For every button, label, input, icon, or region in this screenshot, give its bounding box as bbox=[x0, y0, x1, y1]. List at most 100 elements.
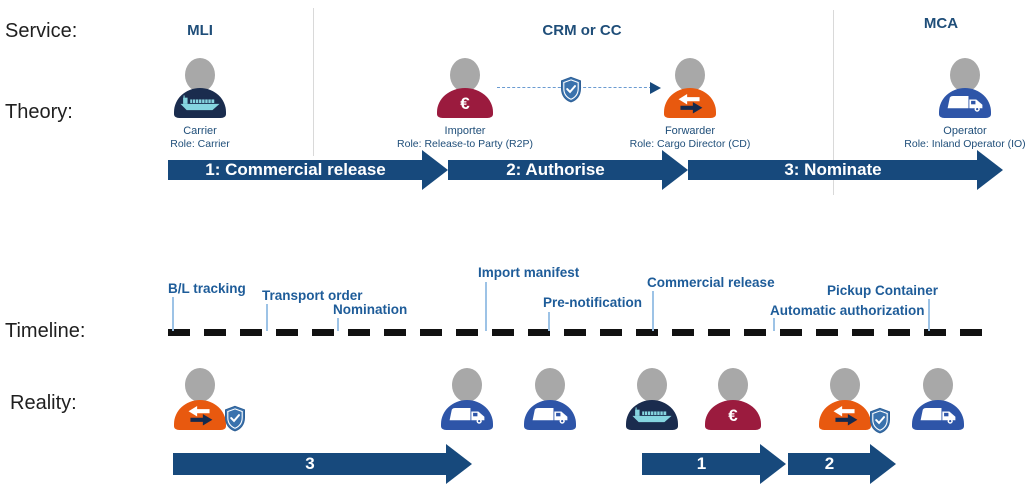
reality-step-label: 1 bbox=[696, 454, 707, 473]
operator-torso bbox=[939, 88, 991, 118]
timeline-tick bbox=[548, 312, 550, 331]
truck-icon bbox=[449, 408, 485, 424]
step-arrow-nominate: 3: Nominate bbox=[688, 150, 1003, 190]
service-header-crm: CRM or CC bbox=[542, 22, 622, 39]
theory-carrier: Carrier Role: Carrier bbox=[115, 58, 285, 150]
carrier-torso bbox=[174, 88, 226, 118]
avatar-head bbox=[452, 368, 482, 402]
avatar-head bbox=[450, 58, 480, 92]
reality-importer: € bbox=[688, 368, 778, 430]
timeline-event-pre-notification: Pre-notification bbox=[543, 295, 643, 310]
shield-check-icon bbox=[561, 76, 581, 103]
avatar-head bbox=[923, 368, 953, 402]
step-arrow-commercial-release: 1: Commercial release bbox=[168, 150, 448, 190]
reality-row-label: Reality: bbox=[10, 392, 77, 414]
timeline-event-transport-order: Transport order bbox=[262, 288, 363, 303]
service-divider-right bbox=[833, 10, 834, 195]
timeline-tick bbox=[266, 304, 268, 331]
timeline-event-automatic-authorization: Automatic authorization bbox=[770, 303, 925, 318]
timeline-dashed-line bbox=[168, 329, 995, 336]
importer-torso: € bbox=[705, 400, 761, 430]
reality-operator-2 bbox=[505, 368, 595, 430]
avatar-head bbox=[950, 58, 980, 92]
actor-name: Carrier bbox=[183, 125, 217, 137]
service-row-label: Service: bbox=[5, 20, 78, 42]
actor-name: Operator bbox=[943, 125, 987, 137]
shield-check-icon bbox=[225, 405, 245, 432]
arrowhead-icon bbox=[870, 444, 896, 484]
reality-operator-3 bbox=[893, 368, 983, 430]
swap-arrows-icon bbox=[833, 405, 858, 426]
avatar-head bbox=[830, 368, 860, 402]
timeline-tick bbox=[485, 282, 487, 331]
reality-step-label: 2 bbox=[824, 454, 835, 473]
truck-icon bbox=[920, 408, 956, 424]
timeline-tick bbox=[652, 291, 654, 331]
timeline-event-pickup-container: Pickup Container bbox=[827, 283, 939, 298]
ship-icon bbox=[180, 95, 220, 111]
timeline-tick bbox=[928, 299, 930, 331]
reality-arrow-2: 2 bbox=[788, 444, 896, 484]
avatar-head bbox=[718, 368, 748, 402]
authorise-connector-arrowhead bbox=[650, 82, 661, 94]
operator-torso bbox=[524, 400, 576, 430]
actor-name: Importer bbox=[444, 125, 486, 137]
timeline-event-import-manifest: Import manifest bbox=[478, 265, 580, 280]
euro-icon: € bbox=[728, 405, 738, 425]
arrowhead-icon bbox=[662, 150, 688, 190]
actor-role: Role: Cargo Director (CD) bbox=[629, 138, 751, 150]
actor-role: Role: Inland Operator (IO) bbox=[904, 138, 1026, 150]
reality-forwarder-2 bbox=[800, 368, 890, 430]
operator-torso bbox=[441, 400, 493, 430]
swap-arrows-icon bbox=[678, 93, 703, 114]
reality-carrier bbox=[607, 368, 697, 430]
ship-icon bbox=[632, 407, 672, 423]
theory-forwarder: Forwarder Role: Cargo Director (CD) bbox=[605, 58, 775, 150]
arrowhead-icon bbox=[760, 444, 786, 484]
reality-operator-1 bbox=[422, 368, 512, 430]
service-header-mca: MCA bbox=[923, 15, 959, 32]
actor-role: Role: Carrier bbox=[170, 138, 230, 150]
step-label: 2: Authorise bbox=[506, 160, 605, 179]
actor-role: Role: Release-to Party (R2P) bbox=[397, 138, 533, 150]
arrowhead-icon bbox=[977, 150, 1003, 190]
truck-icon bbox=[532, 408, 568, 424]
theory-importer: € Importer Role: Release-to Party (R2P) bbox=[380, 58, 550, 150]
reality-arrow-3: 3 bbox=[173, 444, 472, 484]
operator-torso bbox=[912, 400, 964, 430]
avatar-head bbox=[535, 368, 565, 402]
forwarder-torso bbox=[174, 400, 226, 430]
arrowhead-icon bbox=[422, 150, 448, 190]
avatar-head bbox=[637, 368, 667, 402]
theory-row-label: Theory: bbox=[5, 101, 73, 123]
reality-step-label: 3 bbox=[305, 454, 315, 473]
avatar-head bbox=[185, 368, 215, 402]
reality-forwarder-1 bbox=[155, 368, 245, 430]
step-arrow-authorise: 2: Authorise bbox=[448, 150, 688, 190]
timeline-tick bbox=[773, 318, 775, 331]
timeline-tick bbox=[337, 318, 339, 331]
forwarder-torso bbox=[664, 88, 716, 118]
service-divider-left bbox=[313, 8, 314, 156]
theory-operator: Operator Role: Inland Operator (IO) bbox=[880, 58, 1030, 150]
importer-torso: € bbox=[437, 88, 493, 118]
shield-check-icon bbox=[870, 407, 890, 434]
euro-icon: € bbox=[460, 93, 470, 113]
service-header-mli: MLI bbox=[187, 22, 213, 39]
arrowhead-icon bbox=[446, 444, 472, 484]
truck-icon bbox=[947, 96, 983, 112]
avatar-head bbox=[675, 58, 705, 92]
avatar-head bbox=[185, 58, 215, 92]
swap-arrows-icon bbox=[188, 405, 213, 426]
timeline-tick bbox=[172, 297, 174, 331]
actor-name: Forwarder bbox=[664, 125, 716, 137]
timeline-event-nomination: Nomination bbox=[333, 302, 408, 317]
timeline-event-commercial-release: Commercial release bbox=[647, 275, 775, 290]
carrier-torso bbox=[626, 400, 678, 430]
step-label: 3: Nominate bbox=[784, 160, 882, 179]
timeline-row-label: Timeline: bbox=[5, 320, 86, 342]
reality-arrow-1: 1 bbox=[642, 444, 786, 484]
step-label: 1: Commercial release bbox=[205, 160, 386, 179]
timeline-event-bl-tracking: B/L tracking bbox=[168, 281, 246, 296]
